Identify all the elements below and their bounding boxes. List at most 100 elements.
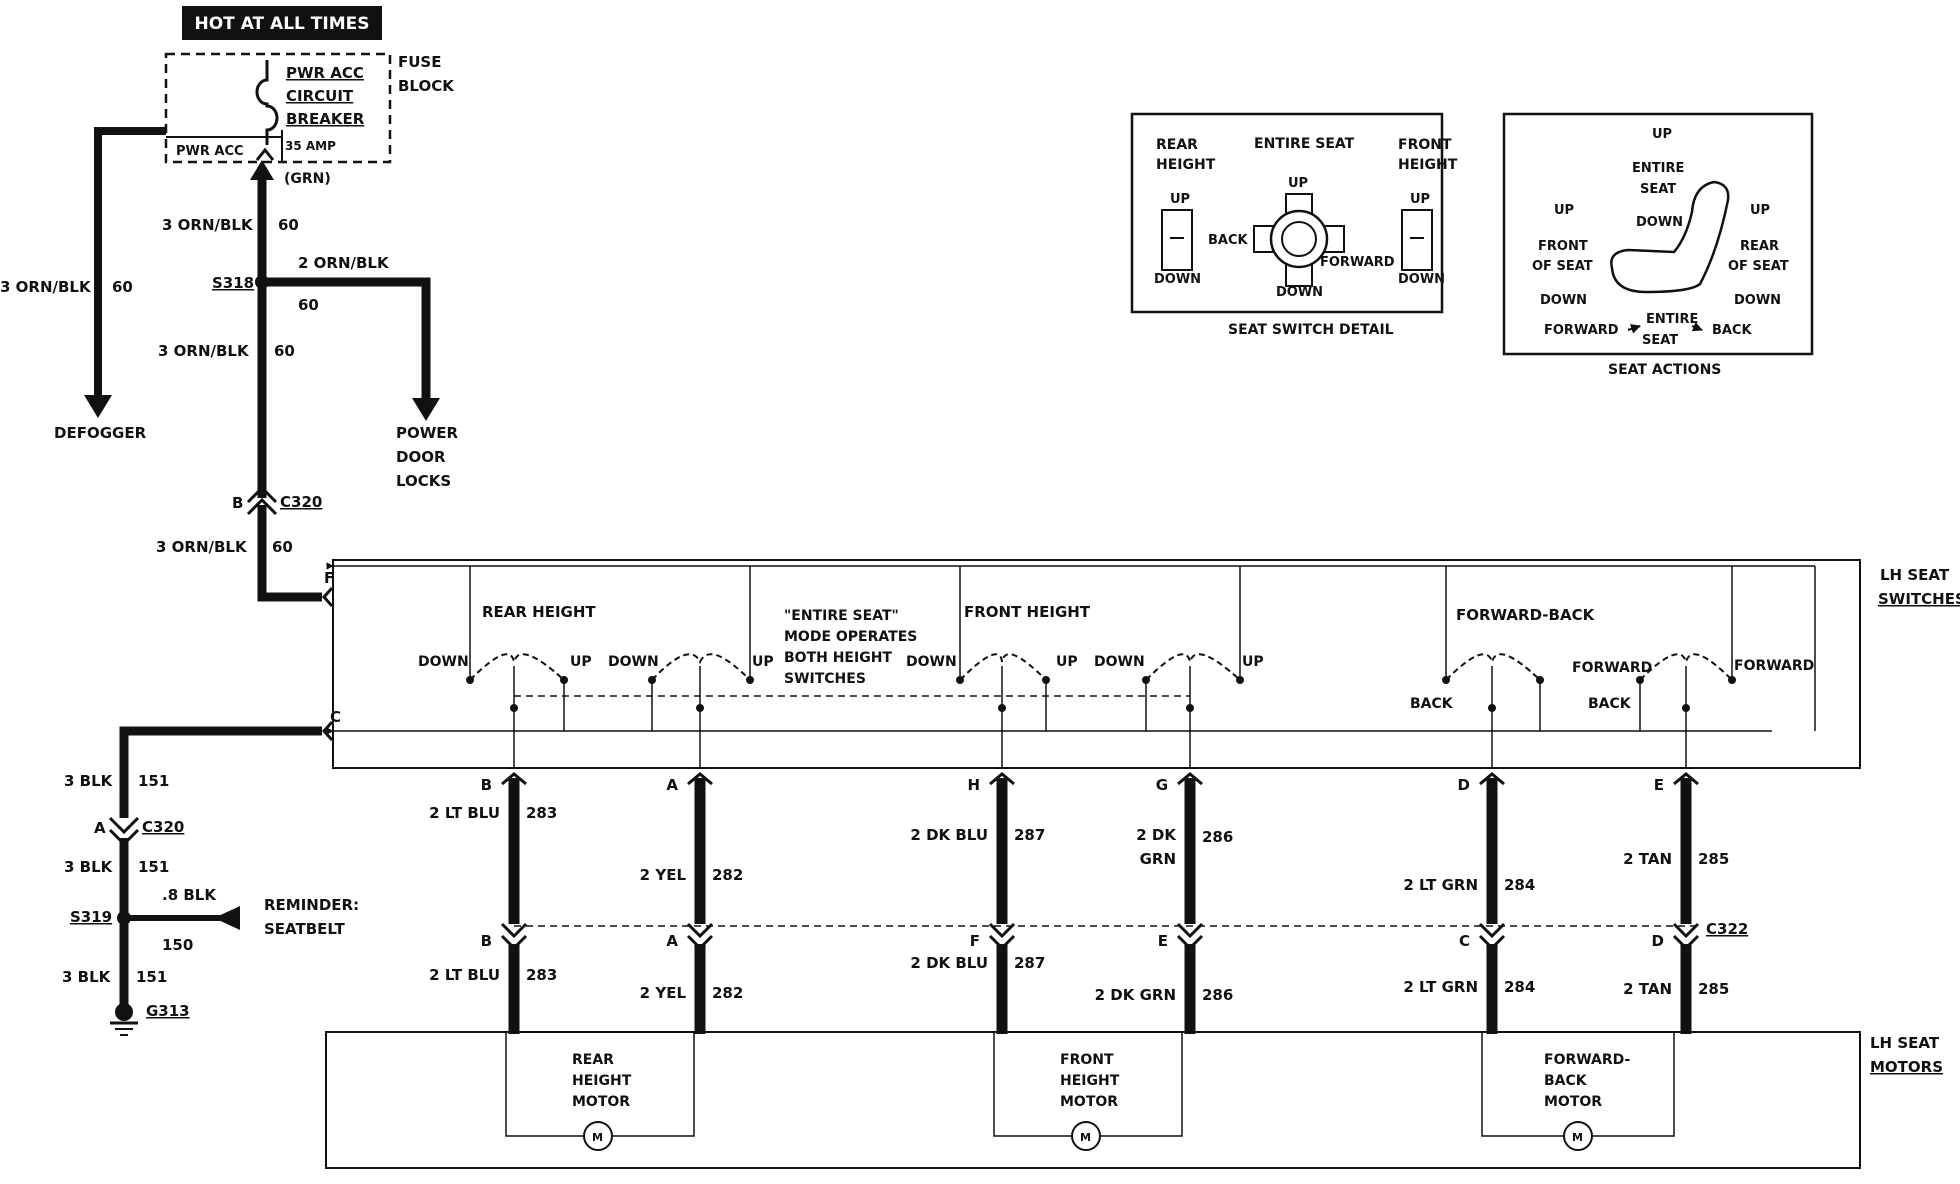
c320-bot-pin: A: [94, 819, 106, 837]
s318-splice: [255, 275, 269, 289]
harness-top-pin-label: H: [967, 776, 980, 794]
rear-motor-label-1: REAR: [572, 1052, 614, 1068]
sa-front: FRONT: [1538, 239, 1588, 254]
harness-upper-wire-num: 282: [712, 866, 743, 884]
fb-motor-m: M: [1572, 1131, 1583, 1144]
wire-label-w1: 3 ORN/BLK: [162, 216, 254, 234]
wire-num-g1: 151: [138, 772, 169, 790]
sa-caption: SEAT ACTIONS: [1608, 362, 1721, 378]
wire-num-w5: 60: [272, 538, 293, 556]
fuse-label: FUSE: [398, 53, 441, 71]
switch-connector-pin: [501, 772, 527, 786]
front-motor-label-2: HEIGHT: [1060, 1073, 1120, 1089]
s318-label: S318: [212, 274, 254, 292]
wire-label-w2: 3 ORN/BLK: [0, 278, 92, 296]
harness-upper-wire-size: 2 TAN: [1623, 850, 1672, 868]
c322-pin-lower: [686, 934, 714, 951]
harness-lower-wire-num: 286: [1202, 986, 1233, 1004]
harness-lower-wire-size: 2 LT GRN: [1403, 978, 1478, 996]
mode-text-1: "ENTIRE SEAT": [784, 608, 899, 624]
rear-height-label: REAR HEIGHT: [482, 603, 596, 621]
harness-bottom-pin-label: F: [970, 932, 980, 950]
front-motor-m: M: [1080, 1131, 1091, 1144]
wire-label-w4: 3 ORN/BLK: [158, 342, 250, 360]
c322-pin-lower: [1478, 934, 1506, 951]
power-door-locks-label-3: LOCKS: [396, 472, 451, 490]
defogger-label: DEFOGGER: [54, 424, 147, 442]
wire-label-g2: 3 BLK: [64, 858, 114, 876]
front-motor-symbol: [1071, 1121, 1101, 1151]
sa-front-of-seat: OF SEAT: [1532, 259, 1593, 274]
c322-label: C322: [1706, 920, 1748, 938]
reminder-label-1: REMINDER:: [264, 896, 359, 914]
harness-top-pin-label: B: [481, 776, 492, 794]
harness-bottom-pin-label: E: [1158, 932, 1168, 950]
breaker-label-1: PWR ACC: [286, 64, 364, 82]
ssd-front-2: HEIGHT: [1398, 157, 1458, 173]
harness-top-pin-label: A: [666, 776, 678, 794]
harness-upper-wire-size: 2 LT GRN: [1403, 876, 1478, 894]
switch-connector-pin: [1673, 772, 1699, 786]
sa-entire-1: ENTIRE: [1632, 161, 1684, 176]
fb-motor-label-2: BACK: [1544, 1073, 1588, 1089]
ground-branch: [108, 721, 334, 1036]
ssd-rear-1: REAR: [1156, 137, 1198, 153]
terminal-color-label: (GRN): [284, 171, 331, 187]
wire-num-w2: 60: [112, 278, 133, 296]
fuse-block: FUSE BLOCK PWR ACC CIRCUIT BREAKER PWR A…: [164, 52, 455, 187]
ssd-entire-forward: FORWARD: [1320, 255, 1395, 270]
harness-upper-wire-size: 2 DK: [1136, 826, 1177, 844]
rear-motor-label-2: HEIGHT: [572, 1073, 632, 1089]
ssd-caption: SEAT SWITCH DETAIL: [1228, 322, 1394, 338]
feed-wires: [84, 127, 440, 607]
motors-title-1: LH SEAT: [1870, 1034, 1940, 1052]
power-door-locks-label-1: POWER: [396, 424, 459, 442]
ssd-entire-back: BACK: [1208, 233, 1249, 248]
wire-num-w1: 60: [278, 216, 299, 234]
sa-front-down: DOWN: [1540, 293, 1587, 308]
switch-down-2: DOWN: [608, 654, 659, 670]
harness-bottom-pin-label: D: [1652, 932, 1664, 950]
ssd-rear-down: DOWN: [1154, 272, 1201, 287]
harness-lower-wire-num: 282: [712, 984, 743, 1002]
sa-seat-1: SEAT: [1640, 182, 1676, 197]
switch-down-4: DOWN: [1094, 654, 1145, 670]
seat-actions: [1502, 112, 1814, 356]
harness-lower-wire-size: 2 DK BLU: [910, 954, 988, 972]
front-motor-label-3: MOTOR: [1060, 1094, 1118, 1110]
rear-motor-symbol: [583, 1121, 613, 1151]
harness-upper-wire-size-2: GRN: [1140, 850, 1176, 868]
c322-pin-lower: [500, 934, 528, 951]
switch-down-3: DOWN: [906, 654, 957, 670]
reminder-label-2: SEATBELT: [264, 920, 345, 938]
switch-forward-1: FORWARD: [1572, 660, 1652, 676]
wire-label-g3: 3 BLK: [62, 968, 112, 986]
fb-motor-label-3: MOTOR: [1544, 1094, 1602, 1110]
harness-upper-wire-num: 287: [1014, 826, 1045, 844]
switches-title-2: SWITCHES: [1878, 590, 1960, 608]
wire-num-g3: 151: [136, 968, 167, 986]
sa-rear-of-seat: OF SEAT: [1728, 259, 1789, 274]
c320-bot-label: C320: [142, 818, 184, 836]
switch-connector-pin: [1177, 772, 1203, 786]
ssd-front-up: UP: [1410, 192, 1430, 207]
power-door-locks-label-2: DOOR: [396, 448, 446, 466]
wire-num-w3: 60: [298, 296, 319, 314]
rear-height-switch: [1161, 209, 1193, 271]
harness-upper-wire-size: 2 YEL: [640, 866, 687, 884]
seat-switch-detail: [1130, 112, 1444, 314]
sa-entire-up: UP: [1652, 127, 1672, 142]
harness-upper-wire-num: 285: [1698, 850, 1729, 868]
c322-pin-lower: [1176, 934, 1204, 951]
ground-g313-symbol: [115, 1003, 133, 1021]
switch-back-2: BACK: [1588, 696, 1632, 712]
block-label: BLOCK: [398, 77, 455, 95]
harness-top-pin-label: E: [1654, 776, 1664, 794]
sa-rear-up: UP: [1750, 203, 1770, 218]
sa-entire-2: ENTIRE: [1646, 312, 1698, 327]
harness-lower-wire-num: 283: [526, 966, 557, 984]
breaker-label-2: CIRCUIT: [286, 87, 354, 105]
harness-top-pin-label: G: [1156, 776, 1168, 794]
terminal-label: PWR ACC: [176, 144, 244, 159]
